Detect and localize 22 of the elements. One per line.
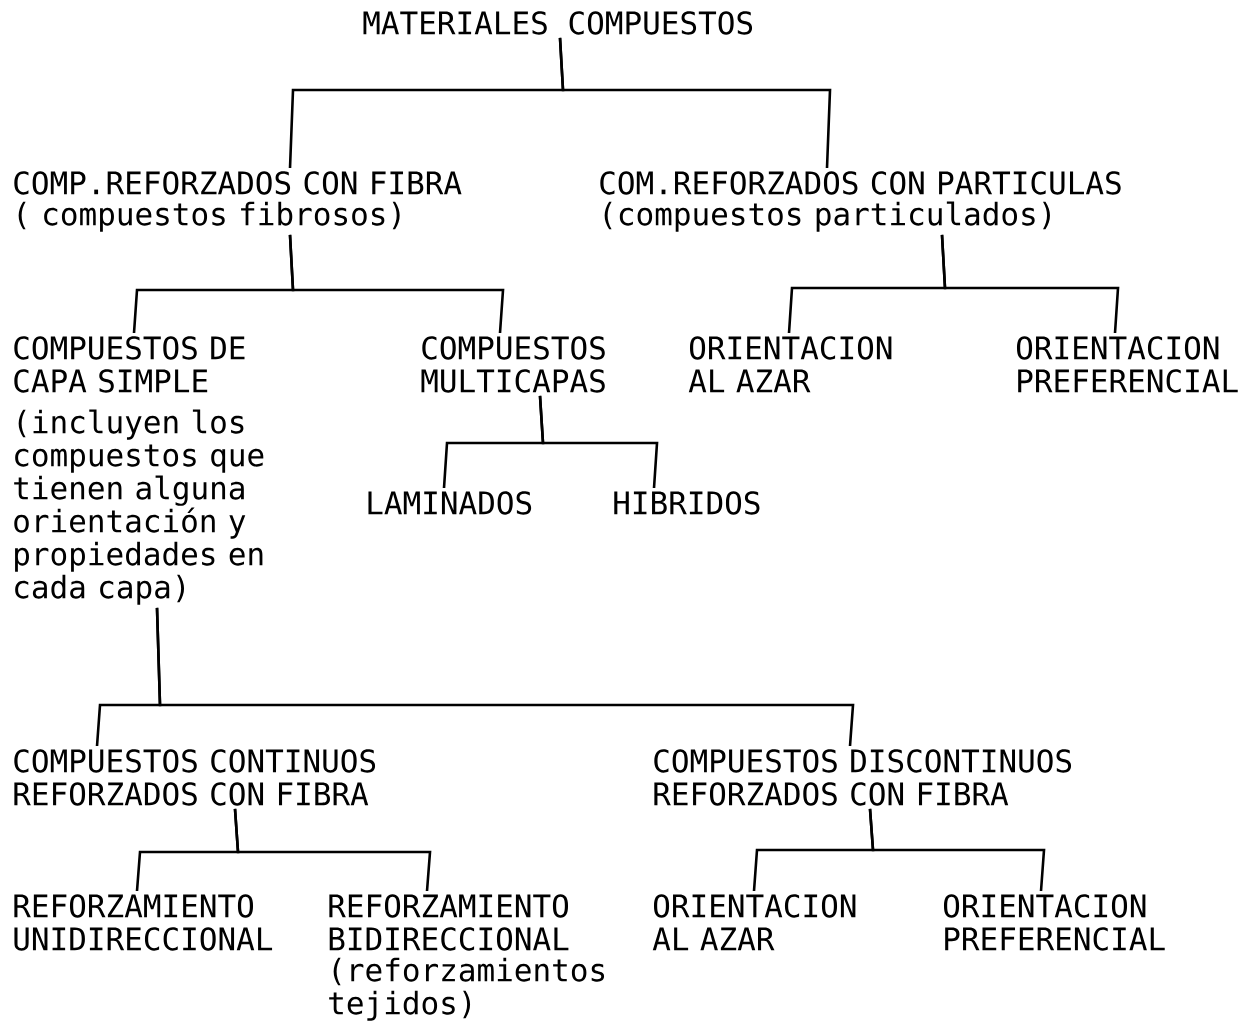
category-label: COMPUESTOS DISCONTINUOS REFORZADOS CON FIBRA	[654, 749, 1072, 806]
category-label: LAMINADOS	[368, 491, 532, 515]
connector-line	[233, 808, 432, 892]
category-label: ORIENTACION PREFERENCIAL	[944, 894, 1165, 951]
connector-line	[288, 234, 505, 334]
category-label: HIBRIDOS	[614, 491, 760, 515]
category-label: COMPUESTOS MULTICAPAS	[421, 336, 605, 393]
category-label: ORIENTACION PREFERENCIAL	[1017, 336, 1238, 393]
connector-line	[538, 395, 659, 489]
category-label: ORIENTACION AL AZAR	[652, 894, 856, 951]
connector-line	[558, 37, 832, 169]
category-label: MATERIALES COMPUESTOS	[363, 11, 753, 35]
connector-line	[155, 607, 855, 747]
category-label: ORIENTACION AL AZAR	[688, 336, 892, 393]
category-label: COMPUESTOS CONTINUOS REFORZADOS CON FIBRA	[14, 749, 376, 806]
connector-line	[868, 808, 1046, 892]
connector-line	[940, 234, 1120, 334]
category-label: REFORZAMIENTO BIDIRECCIONAL (reforzamientos tejidos)	[329, 894, 605, 1021]
category-label: COMP.REFORZADOS CON FIBRA ( compuestos fibrosos)	[14, 171, 462, 232]
category-label: REFORZAMIENTO UNIDIRECCIONAL	[14, 894, 273, 951]
category-label: COMPUESTOS DE CAPA SIMPLE (incluyen los compuestos que tienen alguna orientación y propiedades en cada capa)	[14, 336, 264, 605]
category-label: COM.REFORZADOS CON PARTICULAS (compuestos particulados)	[600, 171, 1121, 232]
